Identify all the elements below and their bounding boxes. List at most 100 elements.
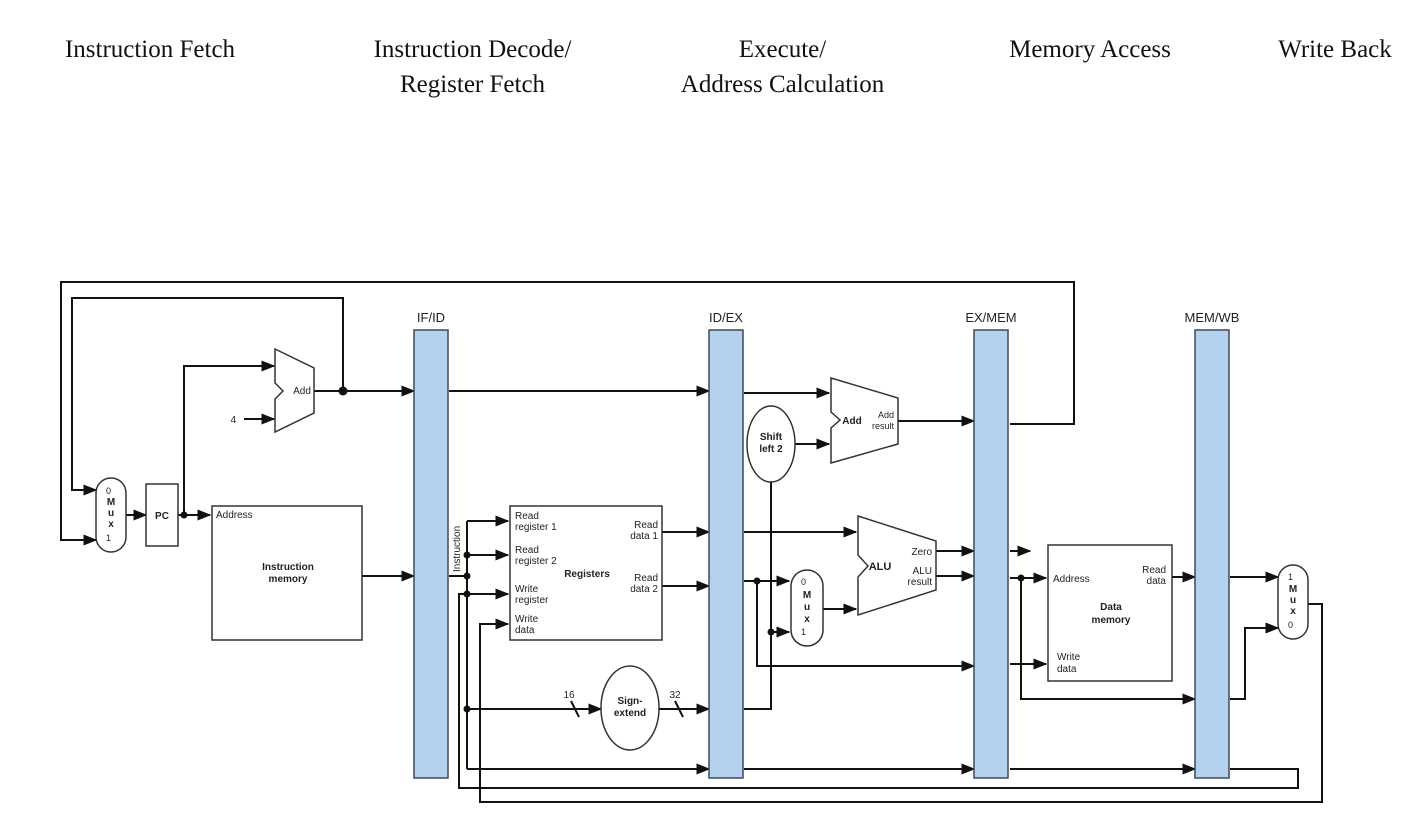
junction-dot <box>463 551 471 559</box>
wb-mux-input-label: 1 <box>1288 572 1293 582</box>
sign-extend-unit: Sign- extend 16 32 <box>563 665 681 751</box>
junction-dot <box>753 577 761 585</box>
pc-register <box>145 483 179 547</box>
alu-result-label: ALU <box>913 566 932 577</box>
reg-port-label: Write <box>515 614 539 625</box>
shift-left-title-line: left 2 <box>759 444 783 455</box>
reg-port-label: register <box>515 595 549 606</box>
wire-pc-plus4-to-mux <box>71 297 344 496</box>
constant-four-label: 4 <box>230 415 236 426</box>
pc-mux-input-label: 1 <box>106 533 111 543</box>
sign-extend-title-line: Sign- <box>618 696 643 707</box>
wire-memwb-alu-to-mux <box>1230 622 1280 700</box>
dmem-title-line: Data <box>1100 602 1122 613</box>
alu-mux-letter: M <box>803 590 811 601</box>
pc-mux: 0 M u x 1 <box>95 477 127 553</box>
reg-port-label: Write <box>515 584 539 595</box>
alu-mux-letter: u <box>804 602 810 613</box>
bus-mark-32 <box>674 700 684 718</box>
reg-port-label: Read <box>634 520 658 531</box>
reg-port-label: register 2 <box>515 556 557 567</box>
wire-pc-to-adder <box>183 360 276 515</box>
alu-mux-letter: x <box>804 614 810 625</box>
junction-dot <box>463 590 471 598</box>
pipeline-registers: IF/ID ID/EX EX/MEM MEM/WB <box>413 310 1239 779</box>
bus-mark-16 <box>570 700 580 718</box>
imem-title-line: memory <box>269 574 308 585</box>
wb-mux-letter: u <box>1290 595 1296 606</box>
branch-adder-result-label: result <box>872 421 895 431</box>
imem-title-line: Instruction <box>262 562 314 573</box>
imem-address-label: Address <box>216 510 253 521</box>
pipeline-register-label: EX/MEM <box>965 310 1016 325</box>
instruction-bus-label: Instruction <box>452 526 463 572</box>
stage-title-line: Address Calculation <box>680 71 885 98</box>
sign-extend-ellipse <box>600 665 660 751</box>
pipeline-register-if-id <box>413 329 449 779</box>
shift-left-title-line: Shift <box>760 432 783 443</box>
alu-result-label: result <box>908 577 933 588</box>
alu-shape <box>857 514 937 617</box>
instruction-memory: Address Instruction memory <box>211 505 363 641</box>
shift-left-ellipse <box>746 405 796 483</box>
pc-mux-letter: M <box>107 497 115 508</box>
junction-dot <box>180 511 188 519</box>
wire-wb-write-register <box>458 593 1299 789</box>
stage-title-decode: Instruction Decode/ Register Fetch <box>340 32 605 102</box>
reg-port-label: data <box>515 625 535 636</box>
reg-port-label: register 1 <box>515 522 557 533</box>
program-counter: PC <box>145 483 179 547</box>
wire-branch-target-to-mux <box>60 281 1075 546</box>
dmem-port-label: Address <box>1053 574 1090 585</box>
alu-mux-input-label: 1 <box>801 627 806 637</box>
pc-adder-label: Add <box>293 386 311 397</box>
junction-dot <box>338 386 348 396</box>
stage-title-memory: Memory Access <box>985 32 1195 67</box>
data-memory-box <box>1047 544 1173 682</box>
sign-extend-title-line: extend <box>614 708 646 719</box>
register-file: Read register 1 Read register 2 Write re… <box>509 505 663 641</box>
reg-port-label: data 2 <box>630 584 658 595</box>
alu-mux: 0 M u x 1 <box>790 569 824 647</box>
shift-left-unit: Shift left 2 <box>746 405 796 483</box>
wire-wb-write-data <box>479 603 1323 803</box>
wb-mux-input-label: 0 <box>1288 620 1293 630</box>
alu-zero-label: Zero <box>911 547 932 558</box>
pc-adder-shape <box>274 347 315 434</box>
pipeline-register-ex-mem <box>973 329 1009 779</box>
stage-title-writeback: Write Back <box>1255 32 1415 67</box>
junction-dot <box>463 572 471 580</box>
junction-dot <box>1017 574 1025 582</box>
branch-adder-title: Add <box>842 416 861 427</box>
wb-mux-body <box>1277 564 1309 640</box>
branch-adder: Add Add result <box>830 376 899 464</box>
junction-dot <box>463 705 471 713</box>
instruction-memory-box <box>211 505 363 641</box>
pc-mux-body <box>95 477 127 553</box>
branch-adder-result-label: Add <box>878 410 894 420</box>
pipeline-register-mem-wb <box>1194 329 1230 779</box>
pc-mux-input-label: 0 <box>106 486 111 496</box>
pc-mux-letter: x <box>108 519 114 530</box>
branch-adder-shape <box>830 376 899 464</box>
wb-mux-letter: M <box>1289 584 1297 595</box>
wb-mux-letter: x <box>1290 606 1296 617</box>
stage-title-execute: Execute/ Address Calculation <box>645 32 920 102</box>
data-memory: Address Read data Write data Data memory <box>1047 544 1173 682</box>
stage-title-line: Register Fetch <box>399 71 546 98</box>
stage-title-line: Memory Access <box>1009 36 1171 63</box>
dmem-port-label: data <box>1147 576 1167 587</box>
junction-dot <box>767 628 775 636</box>
stage-title-line: Instruction Decode/ <box>373 36 572 63</box>
pipeline-register-id-ex <box>708 329 744 779</box>
dmem-port-label: Read <box>1142 565 1166 576</box>
register-file-box <box>509 505 663 641</box>
bus-width-label: 16 <box>563 690 575 701</box>
pipeline-register-label: IF/ID <box>417 310 445 325</box>
reg-port-label: data 1 <box>630 531 658 542</box>
pc-mux-letter: u <box>108 508 114 519</box>
register-file-title: Registers <box>564 569 610 580</box>
pc-adder: Add 4 <box>230 347 315 434</box>
